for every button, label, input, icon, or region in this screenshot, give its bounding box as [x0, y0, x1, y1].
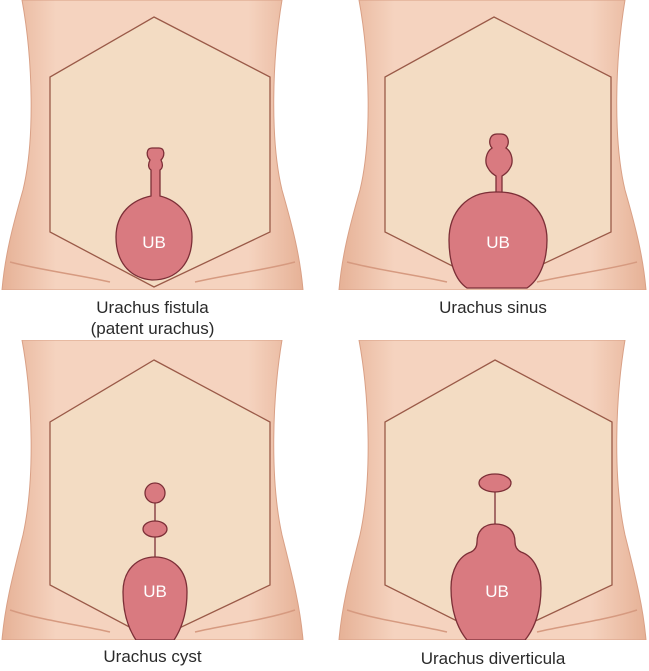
panel-urachus-fistula: UB Urachus fistula (patent urachus)	[0, 0, 305, 345]
caption-urachus-sinus: Urachus sinus	[337, 297, 649, 318]
caption-line-1: Urachus sinus	[337, 297, 649, 318]
bladder-label: UB	[142, 233, 166, 252]
caption-urachus-fistula: Urachus fistula (patent urachus)	[0, 297, 305, 339]
lower-cyst	[143, 521, 167, 537]
panel-urachus-diverticula: UB Urachus diverticula	[337, 340, 649, 671]
torso-illustration: UB	[0, 0, 305, 290]
bladder-label: UB	[485, 582, 509, 601]
torso-illustration: UB	[337, 340, 649, 640]
torso-illustration: UB	[0, 340, 305, 640]
torso-illustration: UB	[337, 0, 649, 290]
panel-urachus-cyst: UB Urachus cyst	[0, 340, 305, 671]
caption-urachus-cyst: Urachus cyst	[0, 646, 305, 667]
bladder-label: UB	[486, 233, 510, 252]
upper-cyst	[145, 483, 165, 503]
bladder-label: UB	[143, 582, 167, 601]
caption-line-1: Urachus cyst	[0, 646, 305, 667]
caption-line-2: (patent urachus)	[0, 318, 305, 339]
caption-urachus-diverticula: Urachus diverticula	[337, 648, 649, 669]
caption-line-1: Urachus fistula	[0, 297, 305, 318]
umbilical-remnant	[479, 474, 511, 492]
panel-urachus-sinus: UB Urachus sinus	[337, 0, 649, 345]
caption-line-1: Urachus diverticula	[337, 648, 649, 669]
